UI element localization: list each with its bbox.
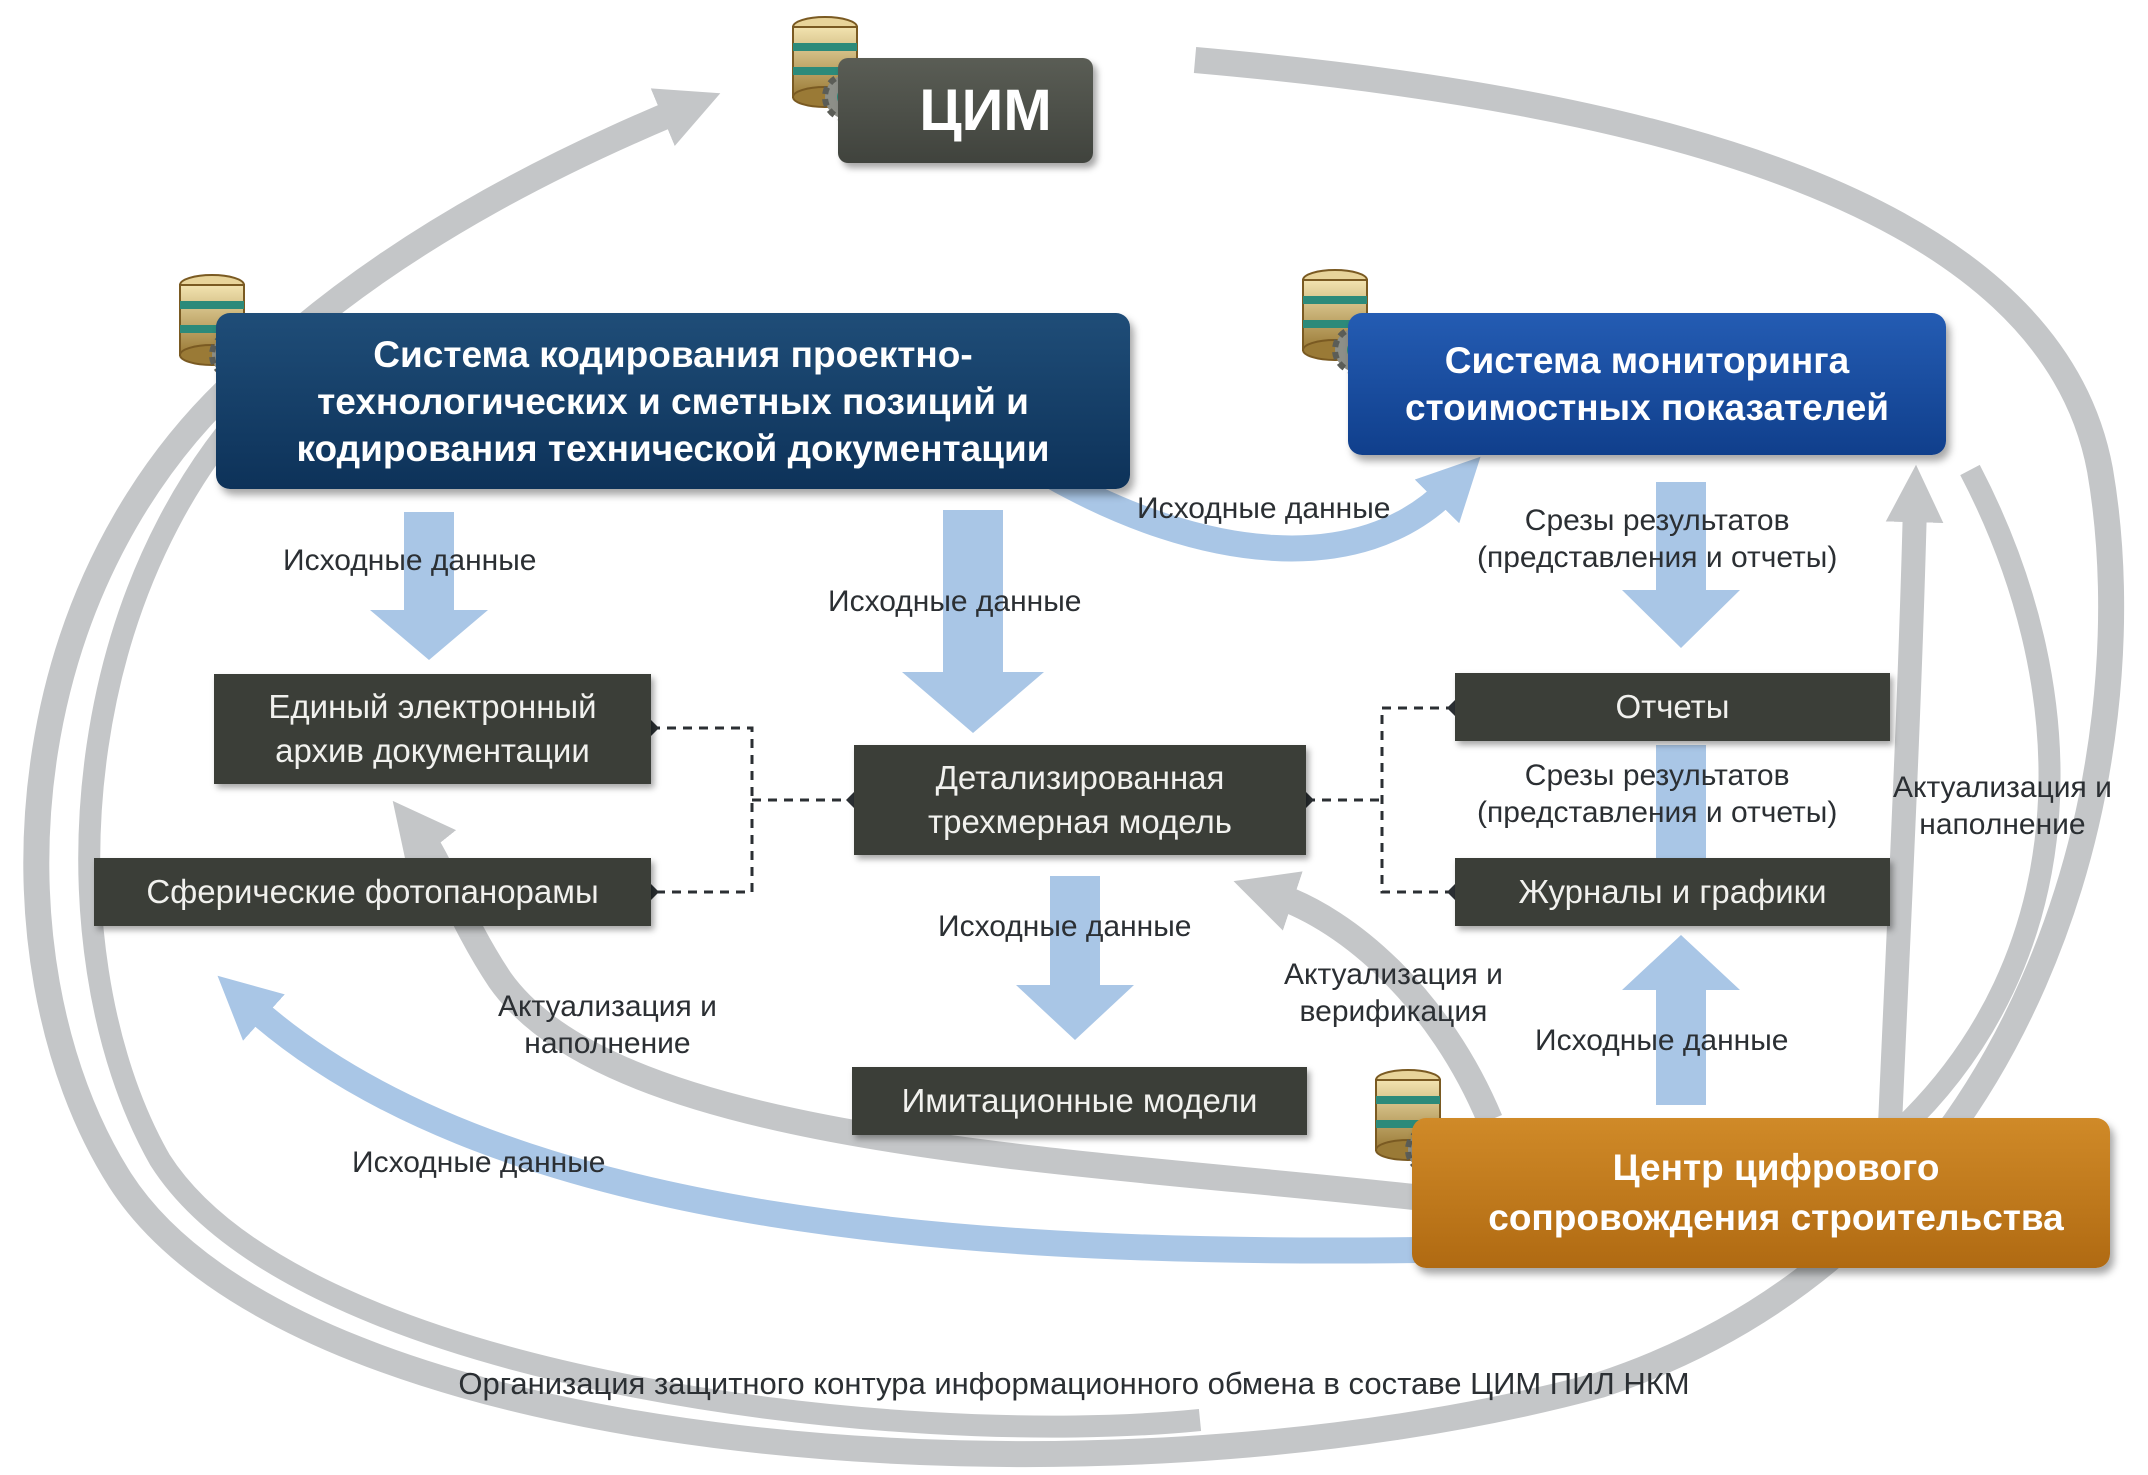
arrow-center-to-journals bbox=[1622, 935, 1740, 1105]
label-initial-data-sim: Исходные данные bbox=[938, 910, 1192, 943]
outer-loop-arrow bbox=[23, 47, 2125, 1468]
actualization-right-arrow bbox=[1878, 464, 1944, 1126]
cim-node: ЦИМ bbox=[838, 58, 1093, 163]
label-slices-top: Срезы результатов (представления и отчет… bbox=[1477, 504, 1838, 574]
archive-node: Единый электронный архив документации bbox=[214, 674, 651, 784]
down-arrows bbox=[370, 482, 1740, 1105]
coding-system-node: Система кодирования проектно- технологич… bbox=[216, 313, 1130, 489]
coding-to-monitoring-arrow bbox=[1043, 456, 1481, 562]
panoramas-node: Сферические фотопанорамы bbox=[94, 858, 651, 926]
reports-node: Отчеты bbox=[1455, 673, 1890, 741]
inner-loop-arrow bbox=[78, 331, 1202, 1438]
center-to-panoramas-arrow bbox=[217, 975, 1421, 1264]
arrow-coding-to-model bbox=[902, 510, 1044, 733]
monitoring-system-label: Система мониторинга стоимостных показате… bbox=[1404, 340, 1890, 428]
label-initial-data-center: Исходные данные bbox=[828, 585, 1082, 618]
arrow-monitoring-to-reports bbox=[1622, 482, 1740, 648]
actualization-verification-arrow bbox=[1233, 871, 1502, 1126]
label-actualization-left: Актуализация и наполнение bbox=[498, 990, 717, 1060]
center-label: Центр цифрового сопровождения строительс… bbox=[1488, 1147, 2064, 1238]
cim-label: ЦИМ bbox=[919, 78, 1052, 143]
label-slices-middle: Срезы результатов (представления и отчет… bbox=[1477, 759, 1838, 829]
dashed-connectors bbox=[651, 706, 1455, 894]
center-to-monitoring-loop bbox=[1892, 464, 2061, 1138]
journals-node: Журналы и графики bbox=[1455, 858, 1890, 926]
label-initial-data-left: Исходные данные bbox=[283, 544, 537, 577]
diagram-caption: Организация защитного контура информацио… bbox=[458, 1366, 1690, 1401]
label-initial-data-center-to-journals: Исходные данные bbox=[1535, 1024, 1789, 1057]
arrow-model-to-simulation bbox=[1016, 876, 1134, 1040]
label-initial-data-coding-to-monitoring: Исходные данные bbox=[1137, 492, 1391, 525]
label-actualization-right: Актуализация и наполнение bbox=[1893, 771, 2112, 841]
panoramas-label: Сферические фотопанорамы bbox=[146, 873, 599, 910]
journals-label: Журналы и графики bbox=[1518, 873, 1827, 910]
detailed-model-node: Детализированная трехмерная модель bbox=[854, 745, 1306, 855]
monitoring-system-node: Система мониторинга стоимостных показате… bbox=[1348, 313, 1946, 455]
coding-system-label: Система кодирования проектно- технологич… bbox=[296, 333, 1050, 469]
detailed-model-label: Детализированная трехмерная модель bbox=[928, 759, 1232, 840]
arrow-reports-journals bbox=[1656, 745, 1706, 860]
center-node: Центр цифрового сопровождения строительс… bbox=[1412, 1118, 2110, 1268]
label-initial-data-bottom: Исходные данные bbox=[352, 1146, 606, 1179]
label-actualization-verification: Актуализация и верификация bbox=[1284, 958, 1503, 1028]
simulation-label: Имитационные модели bbox=[901, 1082, 1258, 1119]
simulation-node: Имитационные модели bbox=[852, 1067, 1307, 1135]
archive-label: Единый электронный архив документации bbox=[268, 688, 597, 769]
arrow-coding-to-archive bbox=[370, 512, 488, 660]
reports-label: Отчеты bbox=[1615, 688, 1730, 725]
